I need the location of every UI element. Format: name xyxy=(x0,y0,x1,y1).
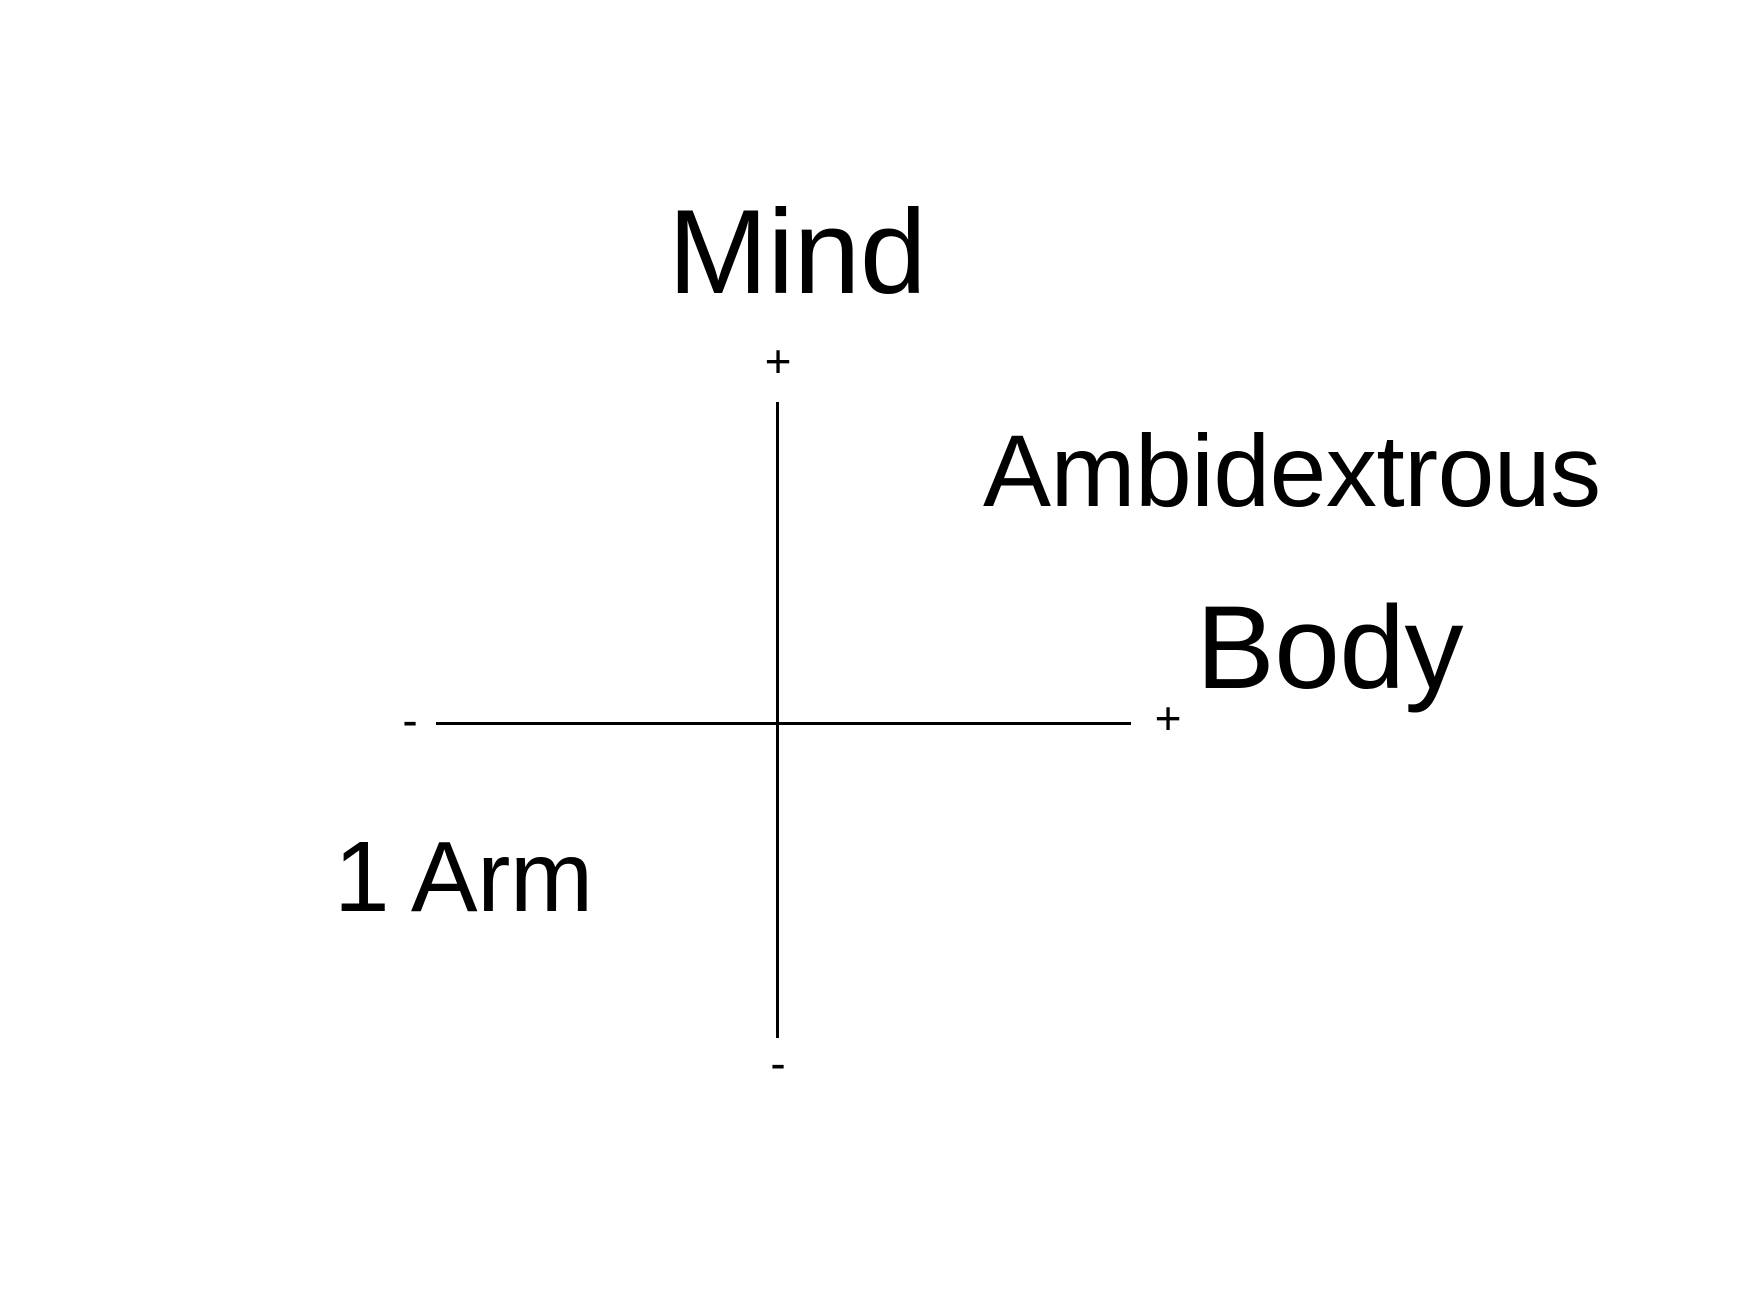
quadrant-label-one-arm: 1 Arm xyxy=(334,821,593,933)
vertical-axis-positive-sign: + xyxy=(764,335,792,387)
horizontal-axis-line xyxy=(436,722,1131,725)
vertical-axis-negative-sign: - xyxy=(770,1037,786,1089)
quadrant-label-ambidextrous: Ambidextrous xyxy=(983,414,1601,528)
horizontal-axis-label-body: Body xyxy=(1196,582,1463,714)
vertical-axis-label-mind: Mind xyxy=(668,185,927,319)
vertical-axis-line xyxy=(776,402,779,1038)
horizontal-axis-negative-sign: - xyxy=(402,694,418,746)
horizontal-axis-positive-sign: + xyxy=(1154,692,1182,744)
